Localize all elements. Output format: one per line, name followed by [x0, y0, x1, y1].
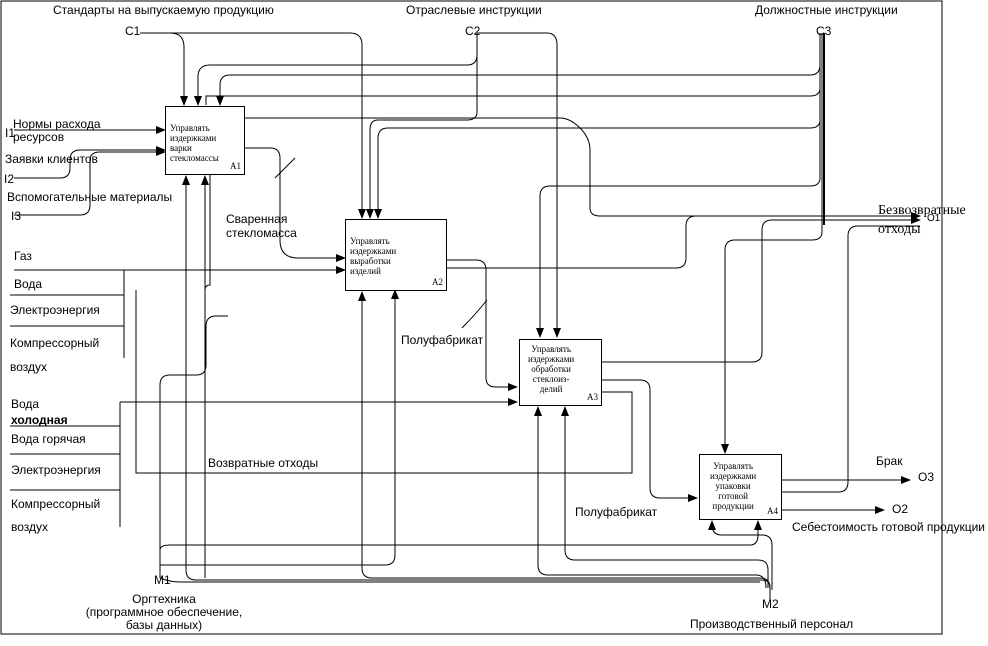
irrecoverable-waste-label-1: Безвозвратные	[878, 203, 966, 218]
i1-label-line1: Нормы расхода	[13, 117, 101, 131]
c2-to-a2-arrow	[366, 33, 478, 219]
c3-to-a4-arrow	[721, 33, 823, 454]
a4-title: Управлять издержками упаковки готовой пр…	[710, 461, 757, 511]
c1-label: Стандарты на выпускаемую продукцию	[53, 3, 274, 17]
m2-to-a4-arrow	[708, 520, 773, 590]
electricity-label-1: Электроэнергия	[10, 303, 100, 317]
c2-to-a3-arrow	[477, 32, 561, 338]
a3-title: Управлять издержками обработки стеклоиз-…	[528, 344, 575, 394]
returnable-waste-line	[135, 290, 633, 474]
compressed-air-label-2b: воздух	[11, 520, 49, 534]
c1-to-a2-arrow	[140, 32, 366, 219]
m1-label-3: базы данных)	[125, 618, 203, 632]
c3-to-a2-arrow	[374, 33, 821, 219]
i2-label: Заявки клиентов	[5, 152, 98, 166]
c3-to-a3-arrow	[536, 33, 821, 338]
a2-waste-arrow	[447, 212, 921, 269]
activity-box-a4[interactable]: Управлять издержками упаковки готовой пр…	[699, 454, 782, 520]
water-label: Вода	[14, 277, 43, 291]
c3-label: Должностные инструкции	[755, 3, 898, 17]
c2-label: Отраслевые инструкции	[406, 3, 542, 17]
a3-to-a4-arrow	[602, 379, 698, 502]
electricity-label-2: Электроэнергия	[11, 463, 101, 477]
i2-arrow	[14, 146, 166, 179]
o1-code: O1	[927, 213, 941, 224]
a1-waste-arrow	[245, 117, 921, 220]
compressed-air-label-1b: воздух	[10, 360, 48, 374]
m2-to-a3-arrow-b	[561, 406, 769, 588]
m1-line-a	[159, 315, 228, 578]
c3-to-a1-arrow	[216, 33, 821, 106]
i3-arrow	[14, 148, 166, 216]
welded-glass-label-1: Сваренная	[226, 212, 288, 226]
m2-to-a1-arrow	[182, 175, 771, 589]
o3-code: O3	[918, 470, 935, 484]
a4-waste-line	[782, 225, 920, 493]
a2-to-a3-arrow	[447, 259, 518, 391]
compressed-air-label-1a: Компрессорный	[10, 336, 100, 350]
defect-label: Брак	[876, 454, 903, 468]
i1-code: I1	[5, 126, 16, 140]
m1-label-2: (программное обеспечение,	[85, 605, 243, 619]
semi-product-label-1: Полуфабрикат	[401, 333, 484, 347]
m1-to-a4-arrow	[159, 520, 762, 551]
cost-label: Себестоимость готовой продукции	[792, 520, 985, 534]
a4-number: A4	[767, 506, 778, 516]
c3-to-a1-second	[205, 33, 821, 105]
i2-code: I2	[4, 172, 15, 186]
i3-code: I3	[11, 209, 22, 223]
activity-box-a3[interactable]: Управлять издержками обработки стеклоиз-…	[519, 339, 602, 406]
a1-to-a2-arrow	[245, 147, 346, 262]
m2-code: M2	[762, 597, 779, 611]
a2-title: Управлять издержками выработки изделий	[350, 236, 397, 276]
irrecoverable-waste-label-2: отходы	[878, 222, 921, 237]
c1-code: C1	[125, 24, 141, 38]
a3-number: A3	[587, 392, 598, 402]
a2-number: A2	[432, 277, 443, 287]
gas-label: Газ	[14, 249, 32, 263]
m2-label: Производственный персонал	[690, 617, 854, 631]
c1-arrow	[140, 32, 188, 106]
water-cold-label-a: Вода	[11, 397, 40, 411]
diagram-frame	[0, 0, 943, 635]
o2-code: O2	[892, 502, 909, 516]
m1-label-1: Оргтехника	[132, 592, 196, 606]
i1-label-line2: ресурсов	[13, 130, 65, 144]
c3-code: C3	[816, 24, 832, 38]
water-cold-label-b: холодная	[11, 413, 68, 427]
activity-box-a1[interactable]: Управлять издержками варки стекломассы A…	[165, 106, 245, 175]
m1-bottom	[159, 577, 760, 583]
m1-to-a2-arrow	[160, 289, 399, 566]
a3-waste-arrow	[602, 216, 921, 363]
welded-glass-squiggle	[274, 157, 296, 179]
c2-code: C2	[465, 24, 481, 38]
a1-number: A1	[230, 161, 241, 171]
welded-glass-label-2: стекломасса	[226, 226, 297, 240]
semi-product-squiggle	[461, 299, 488, 329]
m1-code: M1	[154, 573, 171, 587]
i3-label: Вспомогательные материалы	[7, 190, 173, 204]
activity-box-a2[interactable]: Управлять издержками выработки изделий A…	[345, 219, 447, 291]
m2-to-a3-arrow	[534, 406, 767, 589]
semi-product-label-2: Полуфабрикат	[575, 505, 658, 519]
compressed-air-label-2a: Компрессорный	[11, 497, 101, 511]
water-hot-label: Вода горячая	[11, 432, 86, 446]
m1-to-a1-line	[204, 175, 211, 578]
c2-to-a1-arrow	[194, 33, 478, 106]
a1-title: Управлять издержками варки стекломассы	[170, 123, 219, 163]
returnable-waste-label: Возвратные отходы	[208, 456, 319, 470]
